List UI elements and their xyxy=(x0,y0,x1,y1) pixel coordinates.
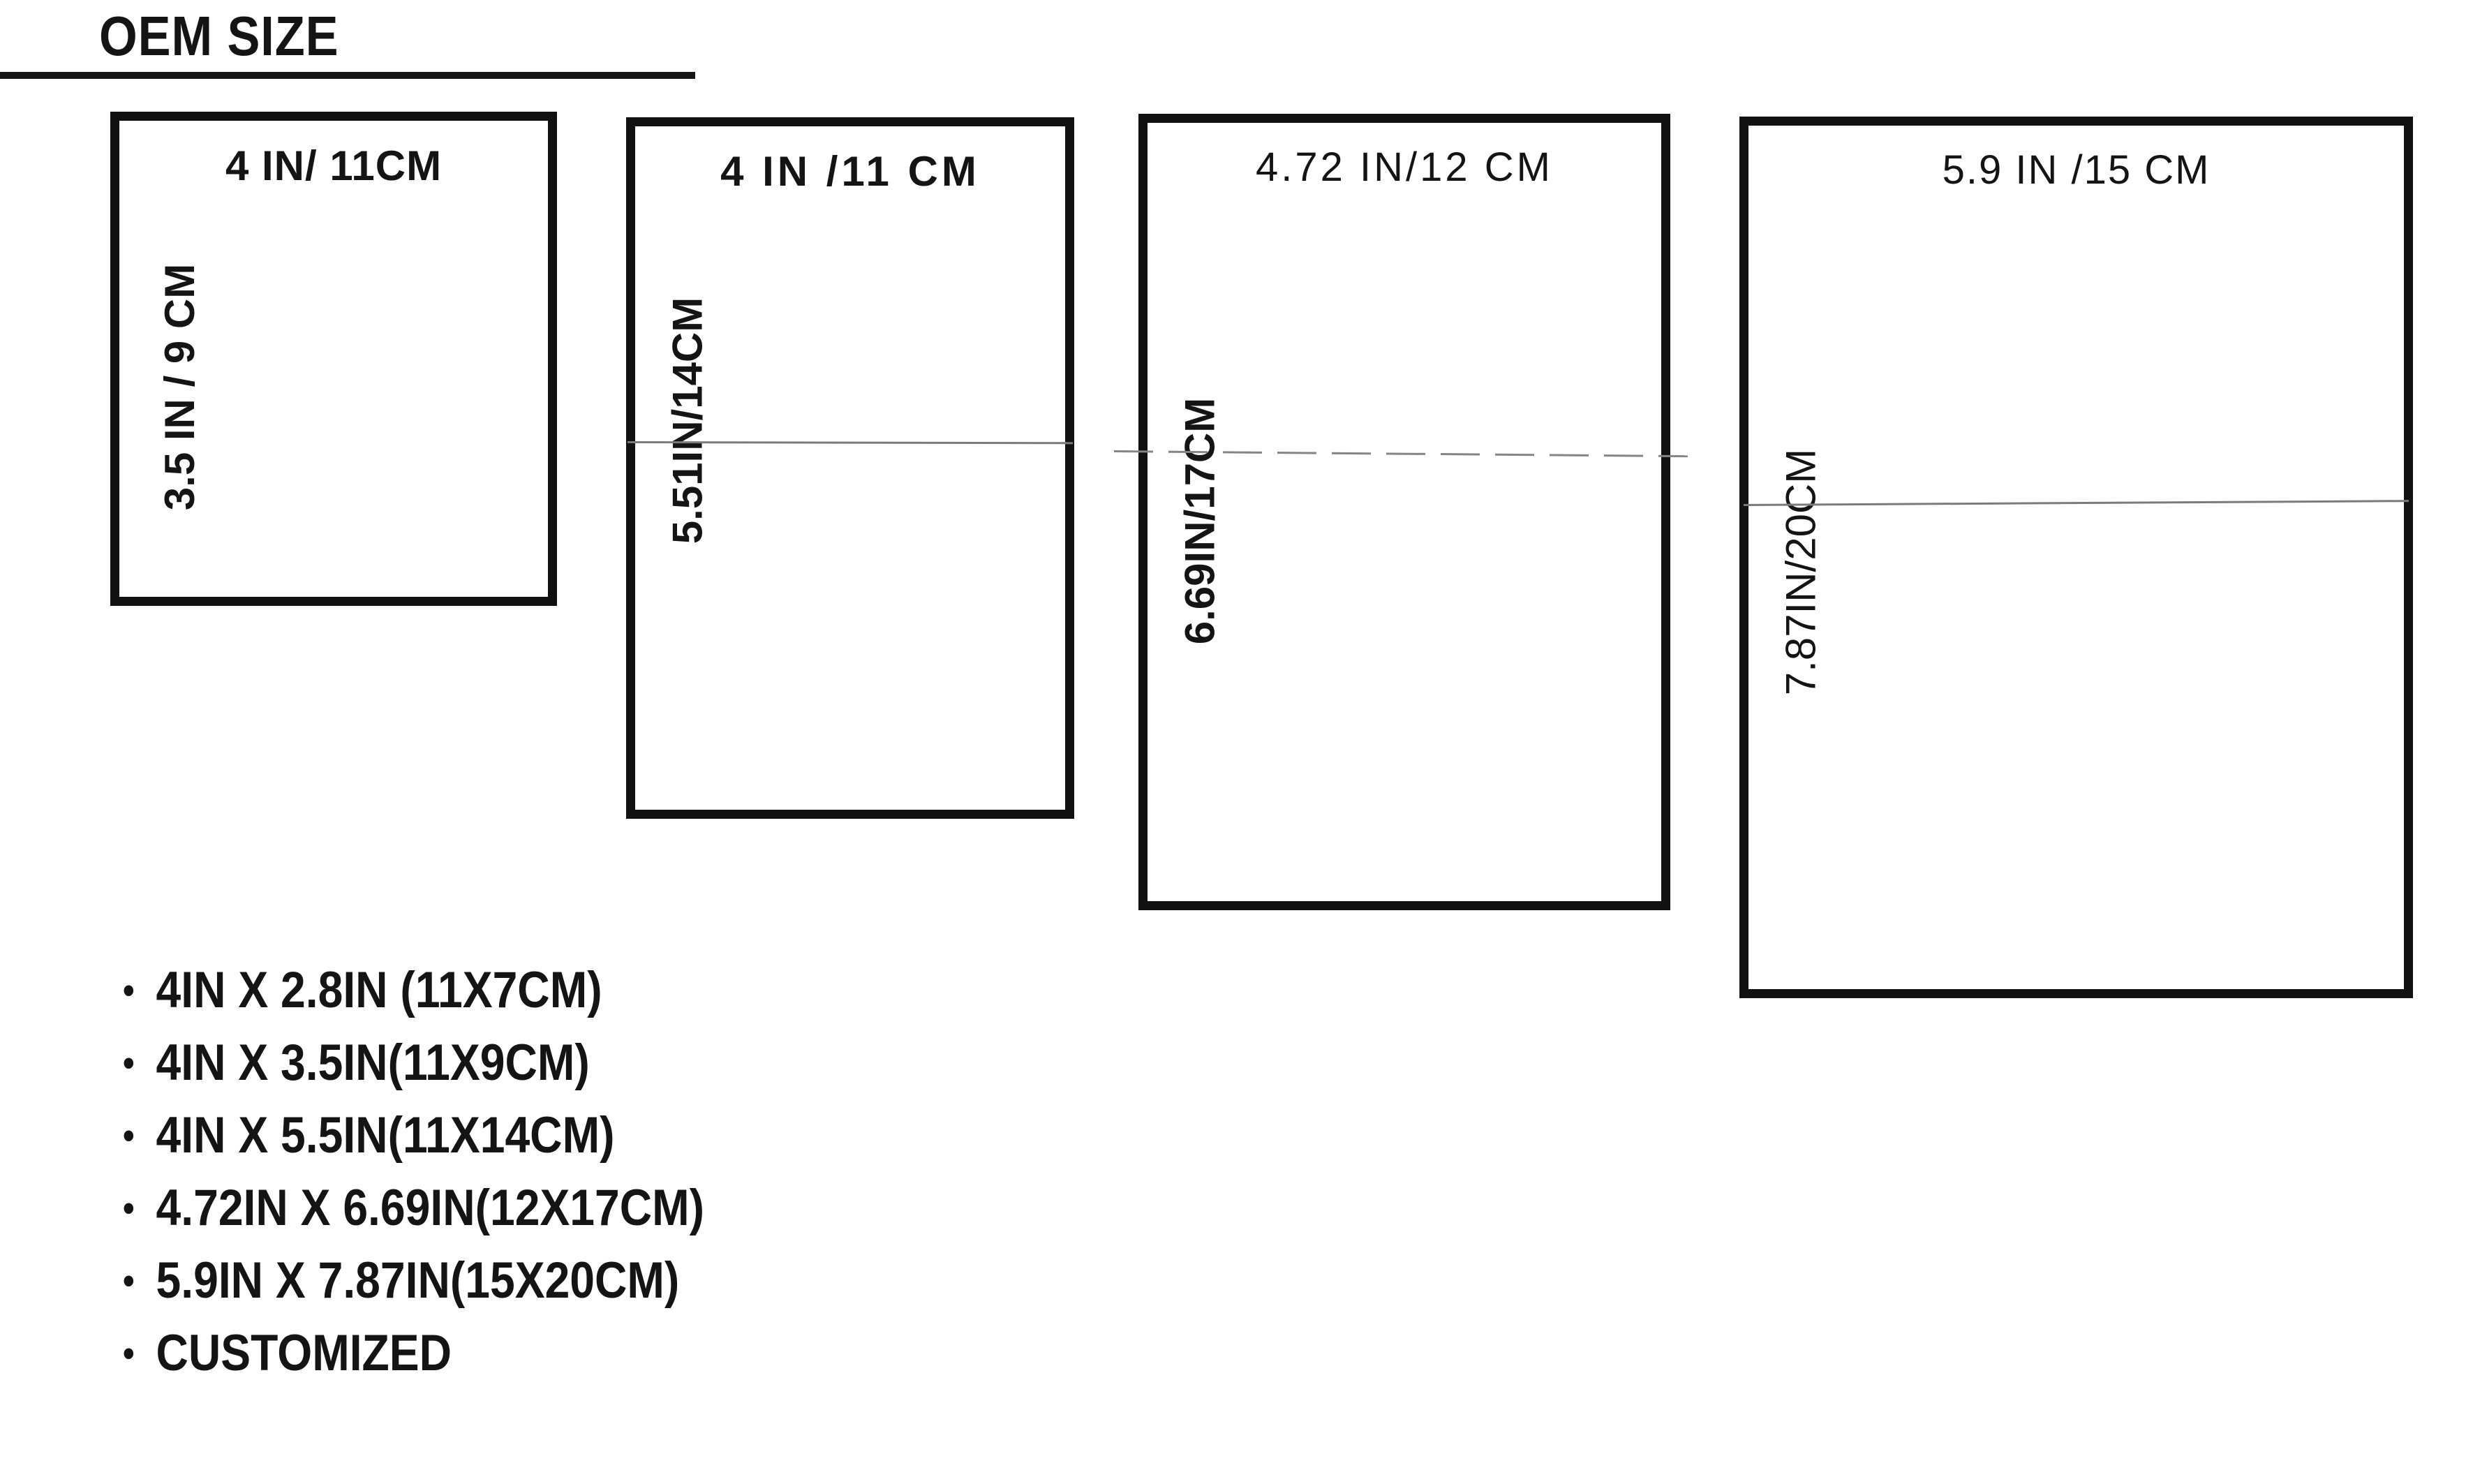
height-dimension-label-wrap: 6.69IN/17CM xyxy=(1148,123,1252,901)
width-dimension-label: 4 IN /11 CM xyxy=(720,148,980,195)
width-dimension-label: 5.9 IN /15 CM xyxy=(1942,147,2211,193)
size-box-5-9x7-87in: 5.9 IN /15 CM 7.87IN/20CM xyxy=(1739,117,2413,998)
bullet-icon: • xyxy=(123,1115,135,1157)
size-box-4x3-5in: 4 IN/ 11CM 3.5 IN / 9 CM xyxy=(110,112,557,606)
size-option-label: 4.72IN X 6.69IN(12X17CM) xyxy=(156,1180,705,1236)
size-option-label: 4IN X 3.5IN(11X9CM) xyxy=(156,1034,590,1091)
bullet-icon: • xyxy=(123,1187,135,1229)
height-dimension-label-wrap: 3.5 IN / 9 CM xyxy=(128,121,232,597)
height-dimension-label: 3.5 IN / 9 CM xyxy=(156,263,204,510)
size-option-row: • 4IN X 2.8IN (11X7CM) xyxy=(123,963,704,1018)
size-option-label: 5.9IN X 7.87IN(15X20CM) xyxy=(156,1252,680,1309)
height-dimension-label-wrap: 7.87IN/20CM xyxy=(1748,126,1853,989)
size-option-label: CUSTOMIZED xyxy=(156,1325,452,1381)
page-title: OEM SIZE xyxy=(99,5,339,67)
size-option-label: 4IN X 5.5IN(11X14CM) xyxy=(156,1107,615,1164)
size-option-label: 4IN X 2.8IN (11X7CM) xyxy=(156,962,602,1018)
size-box-4-72x6-69in: 4.72 IN/12 CM 6.69IN/17CM xyxy=(1138,114,1670,910)
size-option-row: • 5.9IN X 7.87IN(15X20CM) xyxy=(123,1254,704,1308)
size-option-row: • 4.72IN X 6.69IN(12X17CM) xyxy=(123,1181,704,1236)
width-dimension-label: 4.72 IN/12 CM xyxy=(1256,144,1553,190)
bullet-icon: • xyxy=(123,1260,135,1302)
bullet-icon: • xyxy=(123,1333,135,1374)
height-dimension-label: 7.87IN/20CM xyxy=(1777,448,1825,696)
bullet-icon: • xyxy=(123,970,135,1011)
size-box-4x5-51in: 4 IN /11 CM 5.51IN/14CM xyxy=(626,117,1074,819)
size-options-list: • 4IN X 2.8IN (11X7CM) • 4IN X 3.5IN(11X… xyxy=(123,963,784,1399)
size-option-row: • CUSTOMIZED xyxy=(123,1326,704,1381)
size-option-row: • 4IN X 3.5IN(11X9CM) xyxy=(123,1036,704,1090)
title-underline xyxy=(0,72,695,79)
bullet-icon: • xyxy=(123,1042,135,1084)
height-dimension-label: 5.51IN/14CM xyxy=(664,297,711,544)
height-dimension-label-wrap: 5.51IN/14CM xyxy=(635,126,740,810)
height-dimension-label: 6.69IN/17CM xyxy=(1176,397,1224,645)
width-dimension-label: 4 IN/ 11CM xyxy=(225,142,443,189)
size-option-row: • 4IN X 5.5IN(11X14CM) xyxy=(123,1108,704,1163)
